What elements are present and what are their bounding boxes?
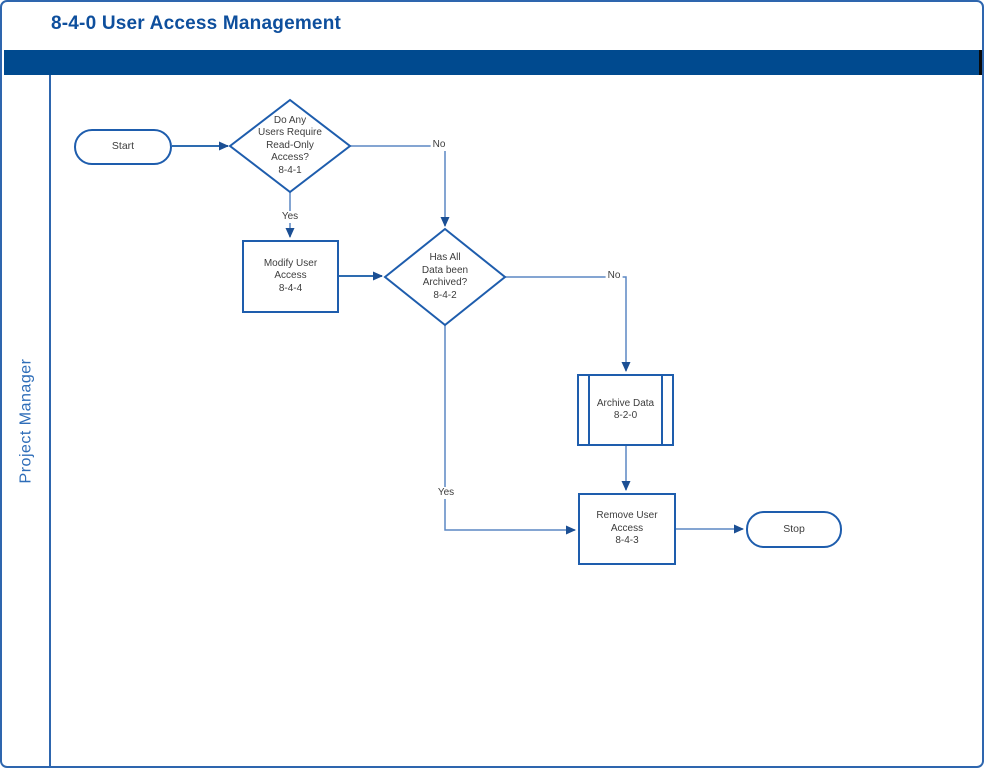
- page-title: 8-4-0 User Access Management: [51, 13, 342, 34]
- decision-archived-shape[interactable]: [383, 227, 507, 327]
- decision-archived-label: Has All Data been Archived? 8-4-2: [421, 252, 469, 301]
- decision-read-only-label: Do Any Users Require Read-Only Access? 8…: [258, 114, 322, 176]
- predefined-process-bar-left: [588, 374, 590, 446]
- predefined-process-bar-right: [661, 374, 663, 446]
- swimlane-header: Project Manager: [4, 75, 51, 766]
- edge-label-read-only-no: No: [430, 139, 448, 151]
- header-band: [4, 50, 979, 75]
- remove-user-access-node[interactable]: Remove User Access 8-4-3: [578, 493, 676, 565]
- archive-data-node[interactable]: Archive Data 8-2-0: [577, 374, 674, 446]
- connector-decision2-no: [505, 276, 631, 372]
- modify-user-access-node[interactable]: Modify User Access 8-4-4: [242, 240, 339, 313]
- stop-node[interactable]: Stop: [746, 511, 842, 548]
- edge-label-archived-yes: Yes: [435, 487, 457, 499]
- header-band-end-cap: [979, 50, 982, 75]
- edge-label-archived-no: No: [605, 270, 623, 282]
- connector-decision1-no: [350, 145, 450, 227]
- start-node[interactable]: Start: [74, 129, 172, 165]
- archive-data-label: Archive Data 8-2-0: [596, 397, 655, 422]
- edge-label-read-only-yes: Yes: [279, 211, 301, 223]
- connector-decision2-yes: [444, 325, 576, 535]
- decision-read-only-shape[interactable]: [228, 98, 352, 194]
